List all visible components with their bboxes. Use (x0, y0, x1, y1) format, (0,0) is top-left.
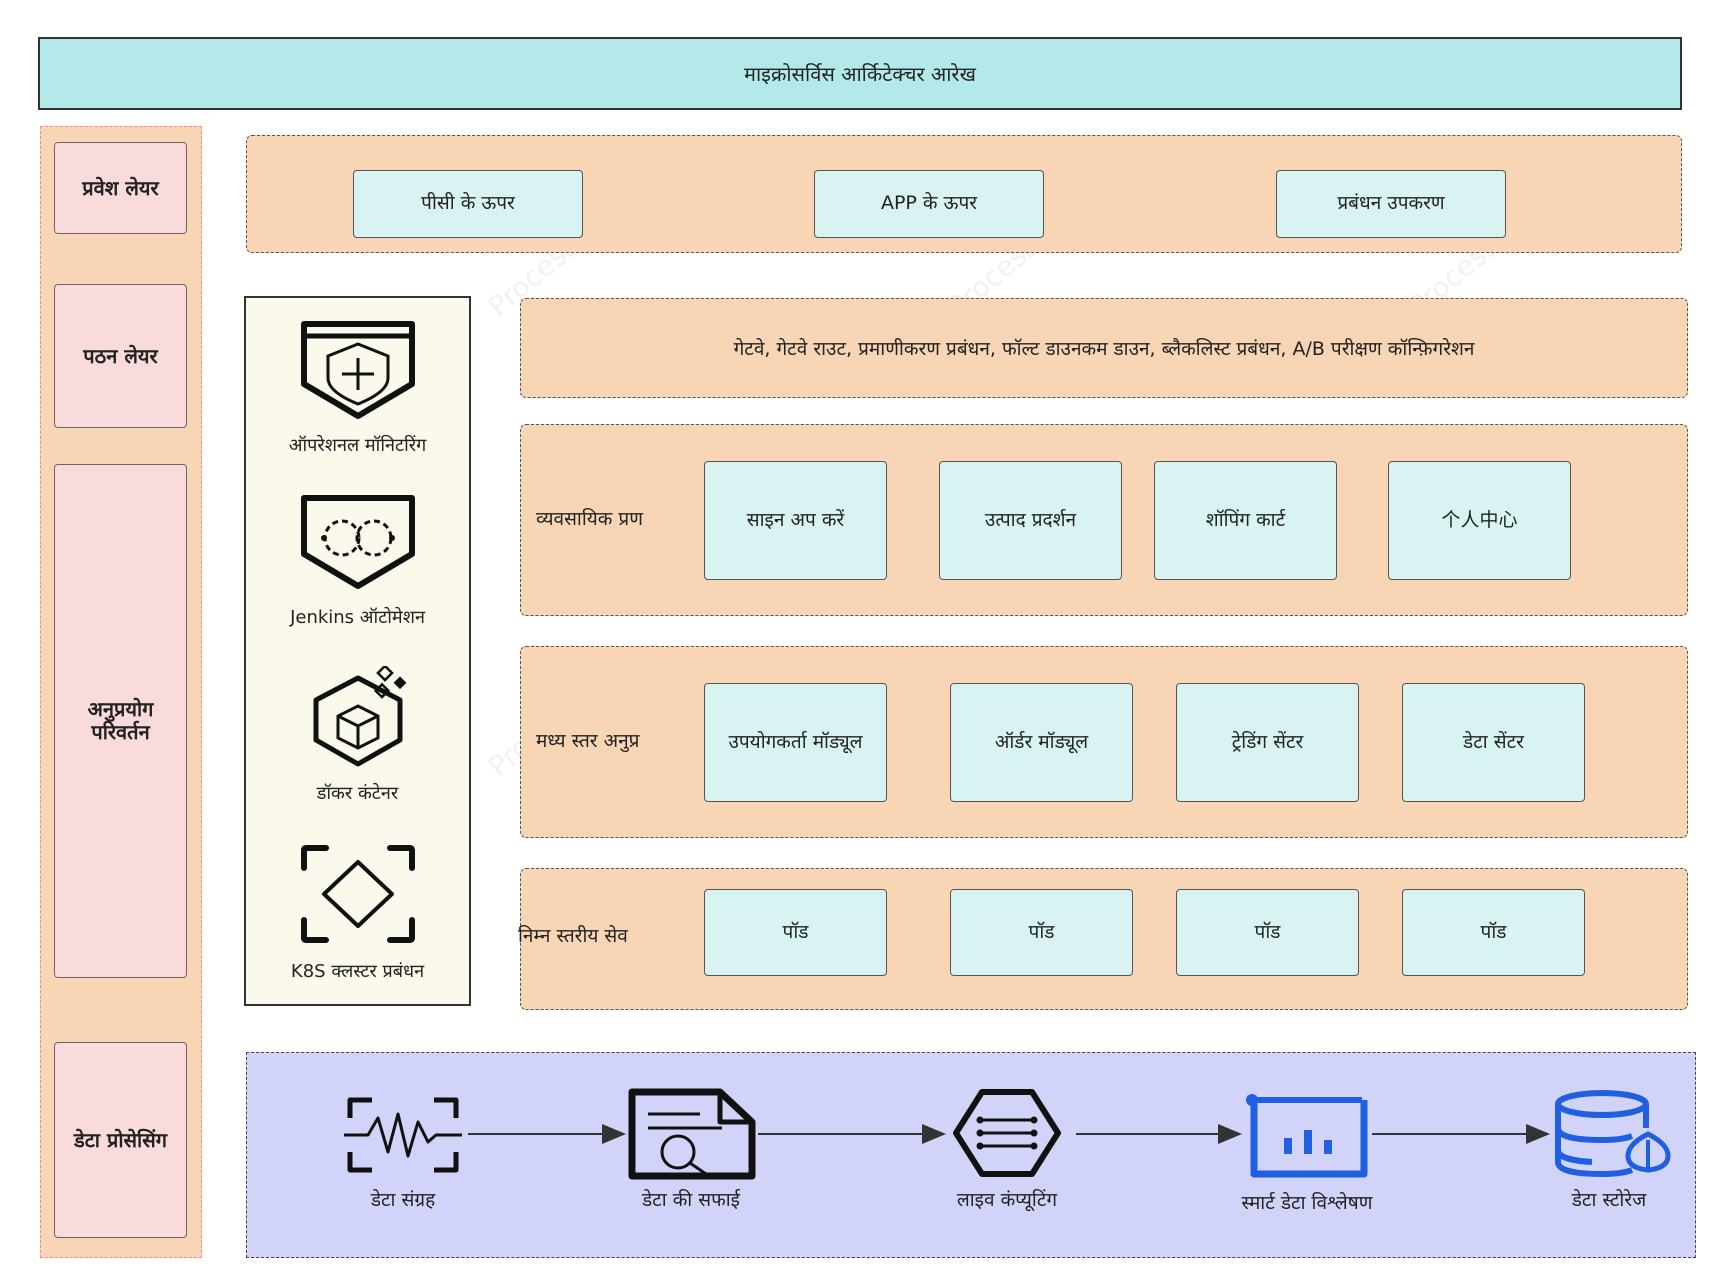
middle-row-label: मध्य स्तर अनुप्र (536, 730, 640, 752)
document-search-icon (628, 1088, 756, 1180)
waveform-icon (344, 1097, 462, 1173)
middle-item-data-center: डेटा सेंटर (1402, 683, 1585, 802)
pod-box: पॉड (704, 889, 887, 976)
container-cube-icon (313, 666, 407, 767)
pod-box: पॉड (1176, 889, 1359, 976)
data-stage-label: डेटा की सफाई (642, 1189, 740, 1212)
data-stage-label: डेटा संग्रह (370, 1189, 436, 1212)
entry-item-admin-tools: प्रबंधन उपकरण (1276, 170, 1506, 238)
database-icon (1555, 1090, 1671, 1178)
data-stage-label: लाइव कंप्यूटिंग (956, 1189, 1058, 1212)
shield-plus-icon (301, 321, 415, 419)
middle-item-order-module: ऑर्डर मॉड्यूल (950, 683, 1133, 802)
layer-entry: प्रवेश लेयर (54, 142, 187, 234)
infinity-loop-icon (301, 495, 415, 589)
data-stage-label: डेटा स्टोरेज (1571, 1189, 1647, 1212)
business-row-label: व्यवसायिक प्रण (536, 508, 643, 530)
layer-reading: पठन लेयर (54, 284, 187, 428)
business-item-signup: साइन अप करें (704, 461, 887, 580)
cluster-diamond-icon (301, 845, 415, 943)
diagram-title: माइक्रोसर्विस आर्किटेक्चर आरेख (38, 37, 1682, 110)
middle-item-user-module: उपयोगकर्ता मॉड्यूल (704, 683, 887, 802)
pod-box: पॉड (950, 889, 1133, 976)
tool-label: ऑपरेशनल मॉनिटरिंग (288, 434, 427, 456)
data-stage-label: स्मार्ट डेटा विश्लेषण (1241, 1192, 1373, 1215)
tool-label: Jenkins ऑटोमेशन (290, 606, 425, 628)
business-item-product-display: उत्पाद प्रदर्शन (939, 461, 1122, 580)
layer-application: अनुप्रयोग परिवर्तन (54, 464, 187, 978)
business-item-shopping-cart: शॉपिंग कार्ट (1154, 461, 1337, 580)
bar-chart-icon (1246, 1094, 1368, 1178)
layer-data-processing: डेटा प्रोसेसिंग (54, 1042, 187, 1238)
gateway-panel: गेटवे, गेटवे राउट, प्रमाणीकरण प्रबंधन, फ… (520, 298, 1688, 398)
entry-item-app: APP के ऊपर (814, 170, 1044, 238)
pod-box: पॉड (1402, 889, 1585, 976)
tool-label: डॉकर कंटेनर (316, 782, 399, 804)
tool-label: K8S क्लस्टर प्रबंधन (290, 960, 425, 982)
entry-item-pc: पीसी के ऊपर (353, 170, 583, 238)
middle-item-trading-center: ट्रेडिंग सेंटर (1176, 683, 1359, 802)
hexagon-network-icon (953, 1089, 1061, 1177)
lower-row-label: निम्न स्तरीय सेव (518, 925, 628, 947)
gateway-text: गेटवे, गेटवे राउट, प्रमाणीकरण प्रबंधन, फ… (733, 338, 1475, 360)
business-item-personal-center: 个人中心 (1388, 461, 1571, 580)
